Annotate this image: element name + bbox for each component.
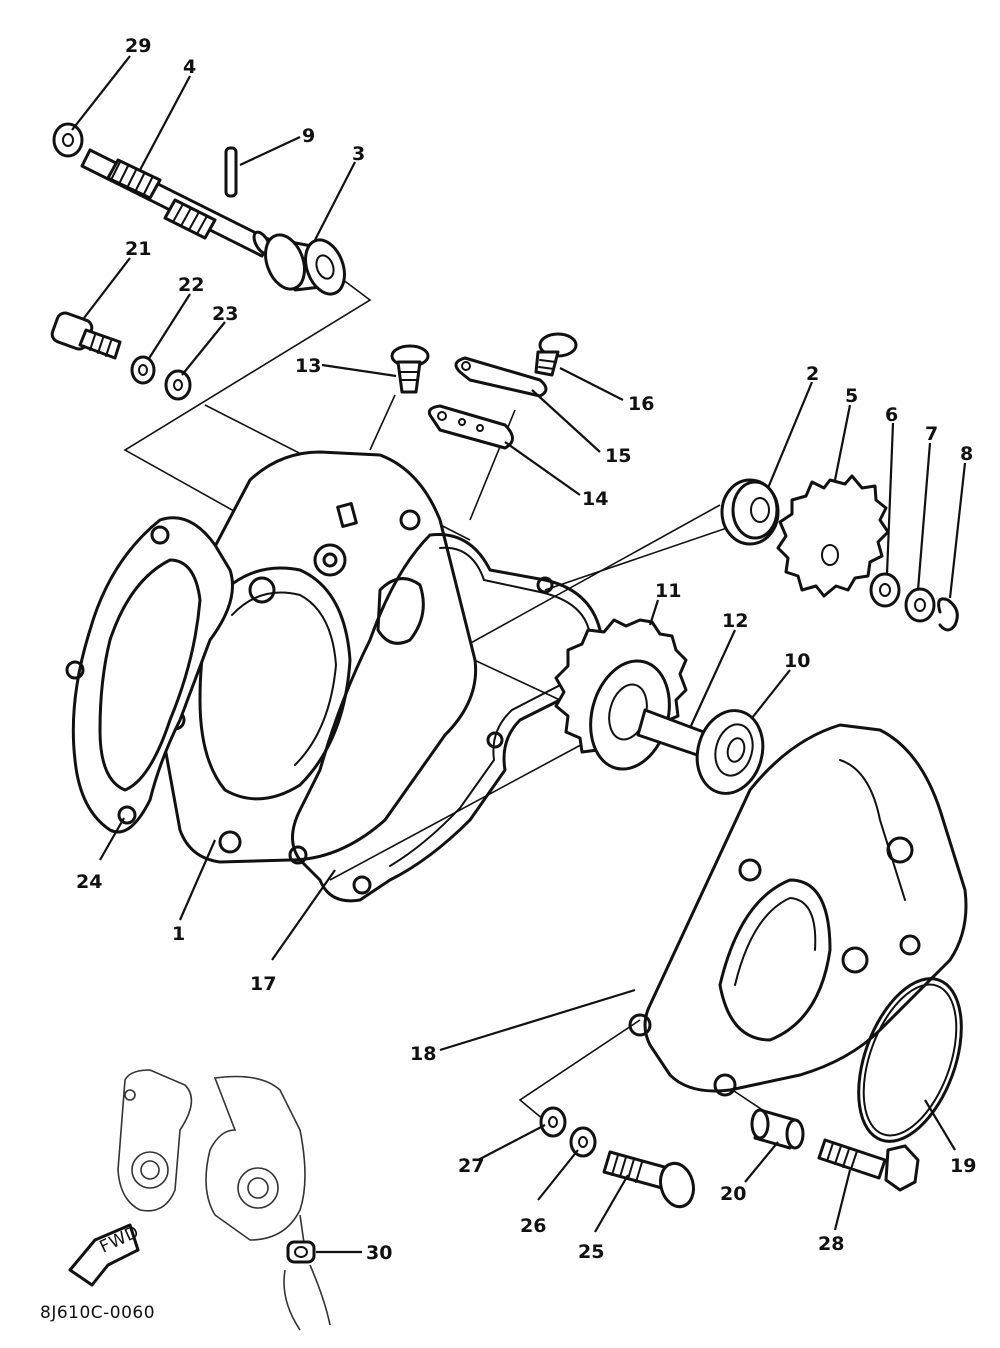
screw-13 — [390, 344, 430, 394]
callout-7: 7 — [925, 423, 938, 445]
plate-15 — [454, 356, 548, 398]
callout-13: 13 — [295, 355, 321, 377]
callout-30: 30 — [366, 1242, 392, 1264]
plate-14 — [427, 404, 514, 450]
inset-detail — [117, 1069, 331, 1331]
gear-case-body — [156, 450, 478, 864]
callout-14: 14 — [582, 488, 608, 510]
bolt-25 — [602, 1150, 695, 1209]
screw-16 — [534, 332, 578, 377]
shaft — [80, 148, 272, 258]
callout-26: 26 — [520, 1215, 546, 1237]
callout-8: 8 — [960, 443, 973, 465]
callout-1: 1 — [172, 923, 185, 945]
callout-20: 20 — [720, 1183, 746, 1205]
washer-23 — [164, 369, 192, 401]
leader-lines — [71, 55, 967, 1254]
callout-22: 22 — [178, 274, 204, 296]
gear-5 — [776, 474, 890, 598]
bolt-21 — [50, 311, 122, 360]
washer-6 — [869, 572, 901, 608]
washer-26 — [569, 1126, 597, 1158]
washer-22 — [130, 355, 156, 385]
callout-28: 28 — [818, 1233, 844, 1255]
circlip-8 — [937, 597, 959, 632]
o-ring — [857, 977, 963, 1143]
callout-12: 12 — [722, 610, 748, 632]
callout-11: 11 — [655, 580, 681, 602]
callout-27: 27 — [458, 1155, 484, 1177]
callout-17: 17 — [250, 973, 276, 995]
callout-23: 23 — [212, 303, 238, 325]
callout-4: 4 — [183, 56, 196, 78]
callout-6: 6 — [885, 404, 898, 426]
callout-19: 19 — [950, 1155, 976, 1177]
fitting-30 — [286, 1240, 316, 1264]
callout-24: 24 — [76, 871, 102, 893]
flange-bolt-28 — [817, 1138, 920, 1192]
washer-27 — [539, 1106, 567, 1138]
callout-25: 25 — [578, 1241, 604, 1263]
callout-5: 5 — [845, 385, 858, 407]
gasket-left — [65, 516, 234, 834]
callout-9: 9 — [302, 125, 315, 147]
pin-9 — [224, 146, 238, 198]
bearing-2 — [720, 478, 780, 546]
washer-7 — [904, 587, 936, 623]
callout-21: 21 — [125, 238, 151, 260]
gear-case-cover — [628, 723, 968, 1097]
bearing-10 — [695, 709, 765, 795]
callout-10: 10 — [784, 650, 810, 672]
callout-18: 18 — [410, 1043, 436, 1065]
dowel-20 — [750, 1108, 805, 1150]
gear-11 — [554, 618, 688, 771]
washer-29 — [52, 122, 84, 158]
callouts: 29 4 9 3 21 22 23 13 16 15 14 2 5 6 7 8 … — [76, 35, 976, 1264]
callout-15: 15 — [605, 445, 631, 467]
callout-2: 2 — [806, 363, 819, 385]
callout-29: 29 — [125, 35, 151, 57]
figure-code: 8J610C-0060 — [40, 1303, 155, 1323]
callout-16: 16 — [628, 393, 654, 415]
collar-3 — [264, 233, 346, 296]
callout-3: 3 — [352, 143, 365, 165]
fwd-arrow-icon: FWD — [68, 1222, 142, 1287]
